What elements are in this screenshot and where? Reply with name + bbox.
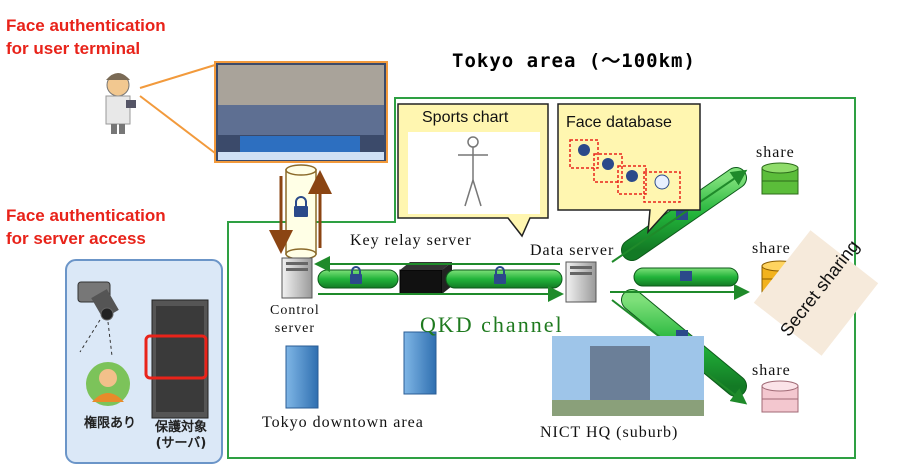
control-server-label-line2: server xyxy=(274,321,315,336)
protected-target-label-line2: (サーバ) xyxy=(155,436,207,451)
tokyo-region-border xyxy=(227,97,856,459)
face-database-title: Face database xyxy=(566,114,672,131)
camera-icon xyxy=(77,281,119,357)
data-server-label: Data server xyxy=(530,242,615,259)
nict-hq-photo xyxy=(552,336,704,416)
server-access-title: Face authentication for server access xyxy=(6,204,166,250)
control-server-label-line1: Control xyxy=(270,303,320,318)
nict-hq-label: NICT HQ (suburb) xyxy=(540,424,679,441)
authorized-user-avatar xyxy=(86,362,130,406)
secret-sharing-patch xyxy=(753,230,879,356)
tokyo-downtown-label: Tokyo downtown area xyxy=(262,414,424,431)
downtown-building-right xyxy=(403,331,437,395)
key-relay-server-label: Key relay server xyxy=(350,232,472,249)
share-database-icon-1 xyxy=(761,162,799,195)
protected-server-rack xyxy=(144,299,209,419)
user-terminal-person-icon xyxy=(105,73,136,134)
protected-highlight-box xyxy=(144,334,208,380)
tube-lock-icon xyxy=(294,196,308,217)
user-terminal-title-line1: Face authentication xyxy=(6,16,166,35)
protected-target-label-line1: 保護対象 xyxy=(154,420,207,435)
user-terminal-title-line2: for user terminal xyxy=(6,39,141,58)
arena-screen-photo xyxy=(214,61,388,163)
qkd-lock-icon-right xyxy=(494,266,506,284)
server-access-title-line2: for server access xyxy=(6,229,146,248)
server-access-title-line1: Face authentication xyxy=(6,206,166,225)
sports-chart-callout xyxy=(397,103,549,238)
face-database-callout xyxy=(557,103,701,235)
protected-target-label: 保護対象 (サーバ) xyxy=(146,420,216,452)
qkd-channel-label: QKD channel xyxy=(420,312,564,337)
sports-chart-title: Sports chart xyxy=(422,109,509,126)
share-database-icon-3 xyxy=(761,380,799,413)
share-label-2: share xyxy=(752,240,791,257)
user-terminal-title: Face authentication for user terminal xyxy=(6,14,166,60)
share-label-3: share xyxy=(752,362,791,379)
control-server-icon xyxy=(281,257,313,299)
authorized-label: 権限あり xyxy=(83,416,136,431)
data-server-icon xyxy=(565,261,597,303)
share-label-1: share xyxy=(756,144,795,161)
qkd-lock-icon-left xyxy=(350,266,362,284)
region-title: Tokyo area (〜100km) xyxy=(452,50,696,72)
downtown-building-left xyxy=(285,345,319,409)
share-pipe-middle xyxy=(633,267,739,287)
key-relay-server-icon xyxy=(399,262,452,295)
control-server-label: Control server xyxy=(270,302,320,338)
